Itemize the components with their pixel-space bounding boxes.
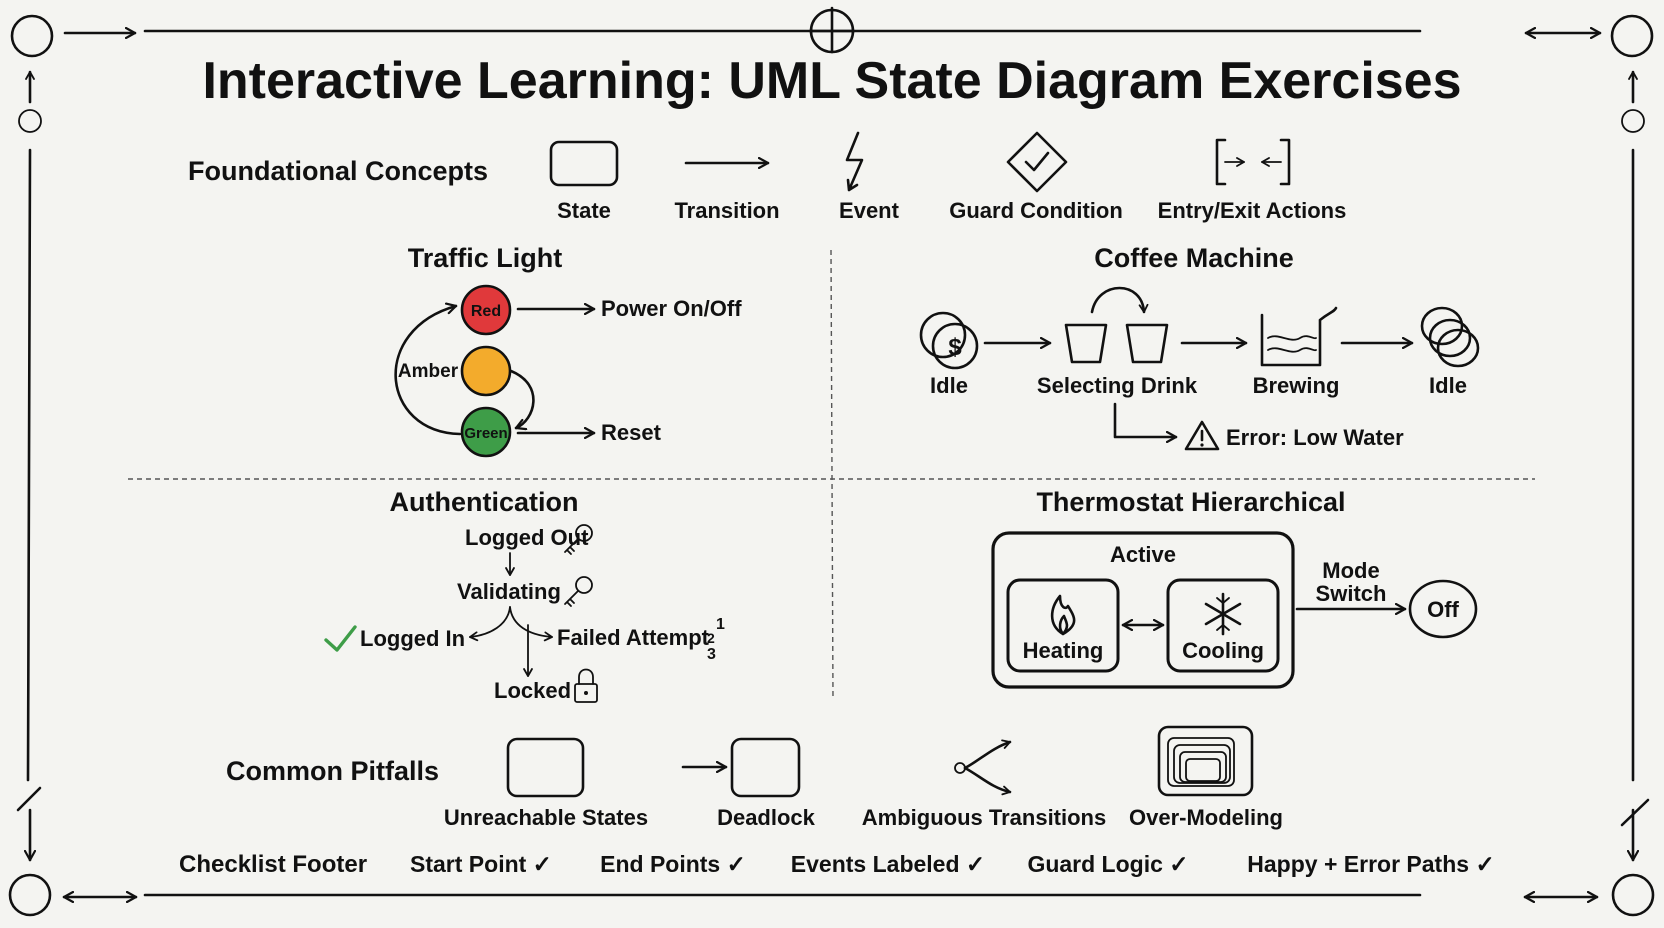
checklist-item-events: Events Labeled ✓ (791, 851, 985, 877)
flame-icon (1050, 594, 1076, 636)
corner-node-top-right (1610, 14, 1654, 58)
coffee-error-label: Error: Low Water (1226, 425, 1404, 450)
checklist-footer: Checklist Footer Start Point ✓ End Point… (179, 851, 1495, 878)
snowflake-icon (1204, 592, 1242, 636)
overmodeling-icon (1157, 725, 1254, 797)
state-green (460, 406, 512, 458)
coffee-machine-diagram: Coffee Machine $ Idle Selecting Drink (919, 243, 1480, 451)
coffee-state-idle-start: Idle (930, 373, 968, 398)
mode-switch-label-line2: Switch (1316, 581, 1387, 606)
coins-icon: $ (919, 311, 979, 370)
corner-node-bottom-left (8, 873, 52, 917)
pitfalls-heading: Common Pitfalls (226, 756, 439, 786)
auth-state-validating: Validating (457, 579, 561, 604)
pitfall-label-unreachable: Unreachable States (444, 805, 648, 830)
traffic-light-heading: Traffic Light (408, 243, 563, 273)
warning-icon (1184, 420, 1220, 451)
authentication-diagram: Authentication Logged Out Validating Log… (324, 487, 725, 703)
cooling-label: Cooling (1182, 638, 1264, 663)
common-pitfalls-section: Common Pitfalls Unreachable States Deadl… (226, 725, 1283, 830)
state-green-label: Green (464, 425, 507, 442)
check-icon (324, 625, 357, 652)
state-amber-label: Amber (398, 361, 459, 382)
concept-label-state: State (557, 198, 611, 223)
guard-diamond-icon (1006, 131, 1068, 193)
state-red (460, 284, 512, 336)
concept-label-event: Event (839, 198, 900, 223)
svg-text:$: $ (948, 334, 962, 361)
state-icon (549, 140, 619, 187)
error-transition-arrow (1113, 402, 1178, 437)
heating-label: Heating (1023, 638, 1104, 663)
cups-icon (1064, 286, 1169, 364)
mode-switch-label-line1: Mode (1322, 558, 1379, 583)
corner-node-top-left (10, 14, 54, 58)
pitfall-label-overmodeling: Over-Modeling (1129, 805, 1283, 830)
checklist-item-paths: Happy + Error Paths ✓ (1247, 851, 1494, 877)
deadlock-icon (730, 737, 801, 798)
thermostat-heading: Thermostat Hierarchical (1036, 487, 1345, 517)
page-title: Interactive Learning: UML State Diagram … (202, 52, 1461, 110)
composite-label: Active (1110, 542, 1176, 567)
checklist-item-start: Start Point ✓ (410, 851, 552, 877)
active-composite-state (991, 531, 1295, 689)
concept-label-entry-exit: Entry/Exit Actions (1158, 198, 1347, 223)
authentication-heading: Authentication (390, 487, 579, 517)
coffee-machine-heading: Coffee Machine (1094, 243, 1294, 273)
pitfall-label-deadlock: Deadlock (717, 805, 816, 830)
traffic-light-diagram: Traffic Light Red Amber Green Power On/O… (394, 243, 742, 458)
coffee-state-idle-end: Idle (1429, 373, 1467, 398)
auth-state-logged-in: Logged In (360, 626, 465, 651)
checklist-item-end: End Points ✓ (600, 851, 746, 877)
lock-icon (574, 668, 598, 703)
checklist-heading: Checklist Footer (179, 851, 367, 878)
checklist-item-guard: Guard Logic ✓ (1027, 851, 1188, 877)
vertical-divider (830, 249, 834, 701)
state-amber (460, 345, 512, 397)
corner-node-bottom-right (1611, 873, 1655, 917)
auth-state-locked: Locked (494, 678, 571, 703)
key-icon (564, 576, 593, 607)
state-red-label: Red (471, 303, 501, 320)
auth-state-logged-out: Logged Out (465, 525, 589, 550)
heating-state (1006, 578, 1120, 673)
thermostat-diagram: Thermostat Hierarchical Active Heating C… (991, 487, 1478, 689)
page-frame (8, 6, 1655, 917)
reset-label: Reset (601, 420, 662, 445)
crosshair-icon (808, 6, 856, 54)
foundational-heading: Foundational Concepts (188, 156, 488, 186)
coffee-state-selecting: Selecting Drink (1037, 373, 1198, 398)
transition-green-to-red (394, 306, 462, 436)
concept-label-transition: Transition (674, 198, 779, 223)
pitfall-label-ambiguous: Ambiguous Transitions (862, 805, 1106, 830)
lightning-icon (845, 131, 864, 192)
transition-amber-to-green (509, 369, 535, 428)
unreachable-state-icon (506, 737, 585, 798)
cooling-state (1166, 578, 1280, 673)
key-icon (564, 524, 593, 555)
foundational-concepts-section: Foundational Concepts State Transition E… (188, 131, 1347, 223)
attempt-mark-2: 2 (707, 630, 715, 646)
auth-state-failed: Failed Attempt (557, 625, 710, 650)
coffee-state-brewing: Brewing (1253, 373, 1340, 398)
water-pot-icon (1260, 306, 1338, 367)
ambiguous-branch-icon (954, 739, 1012, 796)
concept-label-guard: Guard Condition (949, 198, 1123, 223)
off-state (1408, 579, 1478, 639)
off-state-label: Off (1427, 597, 1459, 622)
coins-stack-icon (1420, 306, 1480, 368)
power-label: Power On/Off (601, 296, 742, 321)
entry-exit-icon (1215, 138, 1291, 186)
attempt-mark-1: 1 (716, 616, 725, 633)
attempt-mark-3: 3 (707, 646, 716, 663)
